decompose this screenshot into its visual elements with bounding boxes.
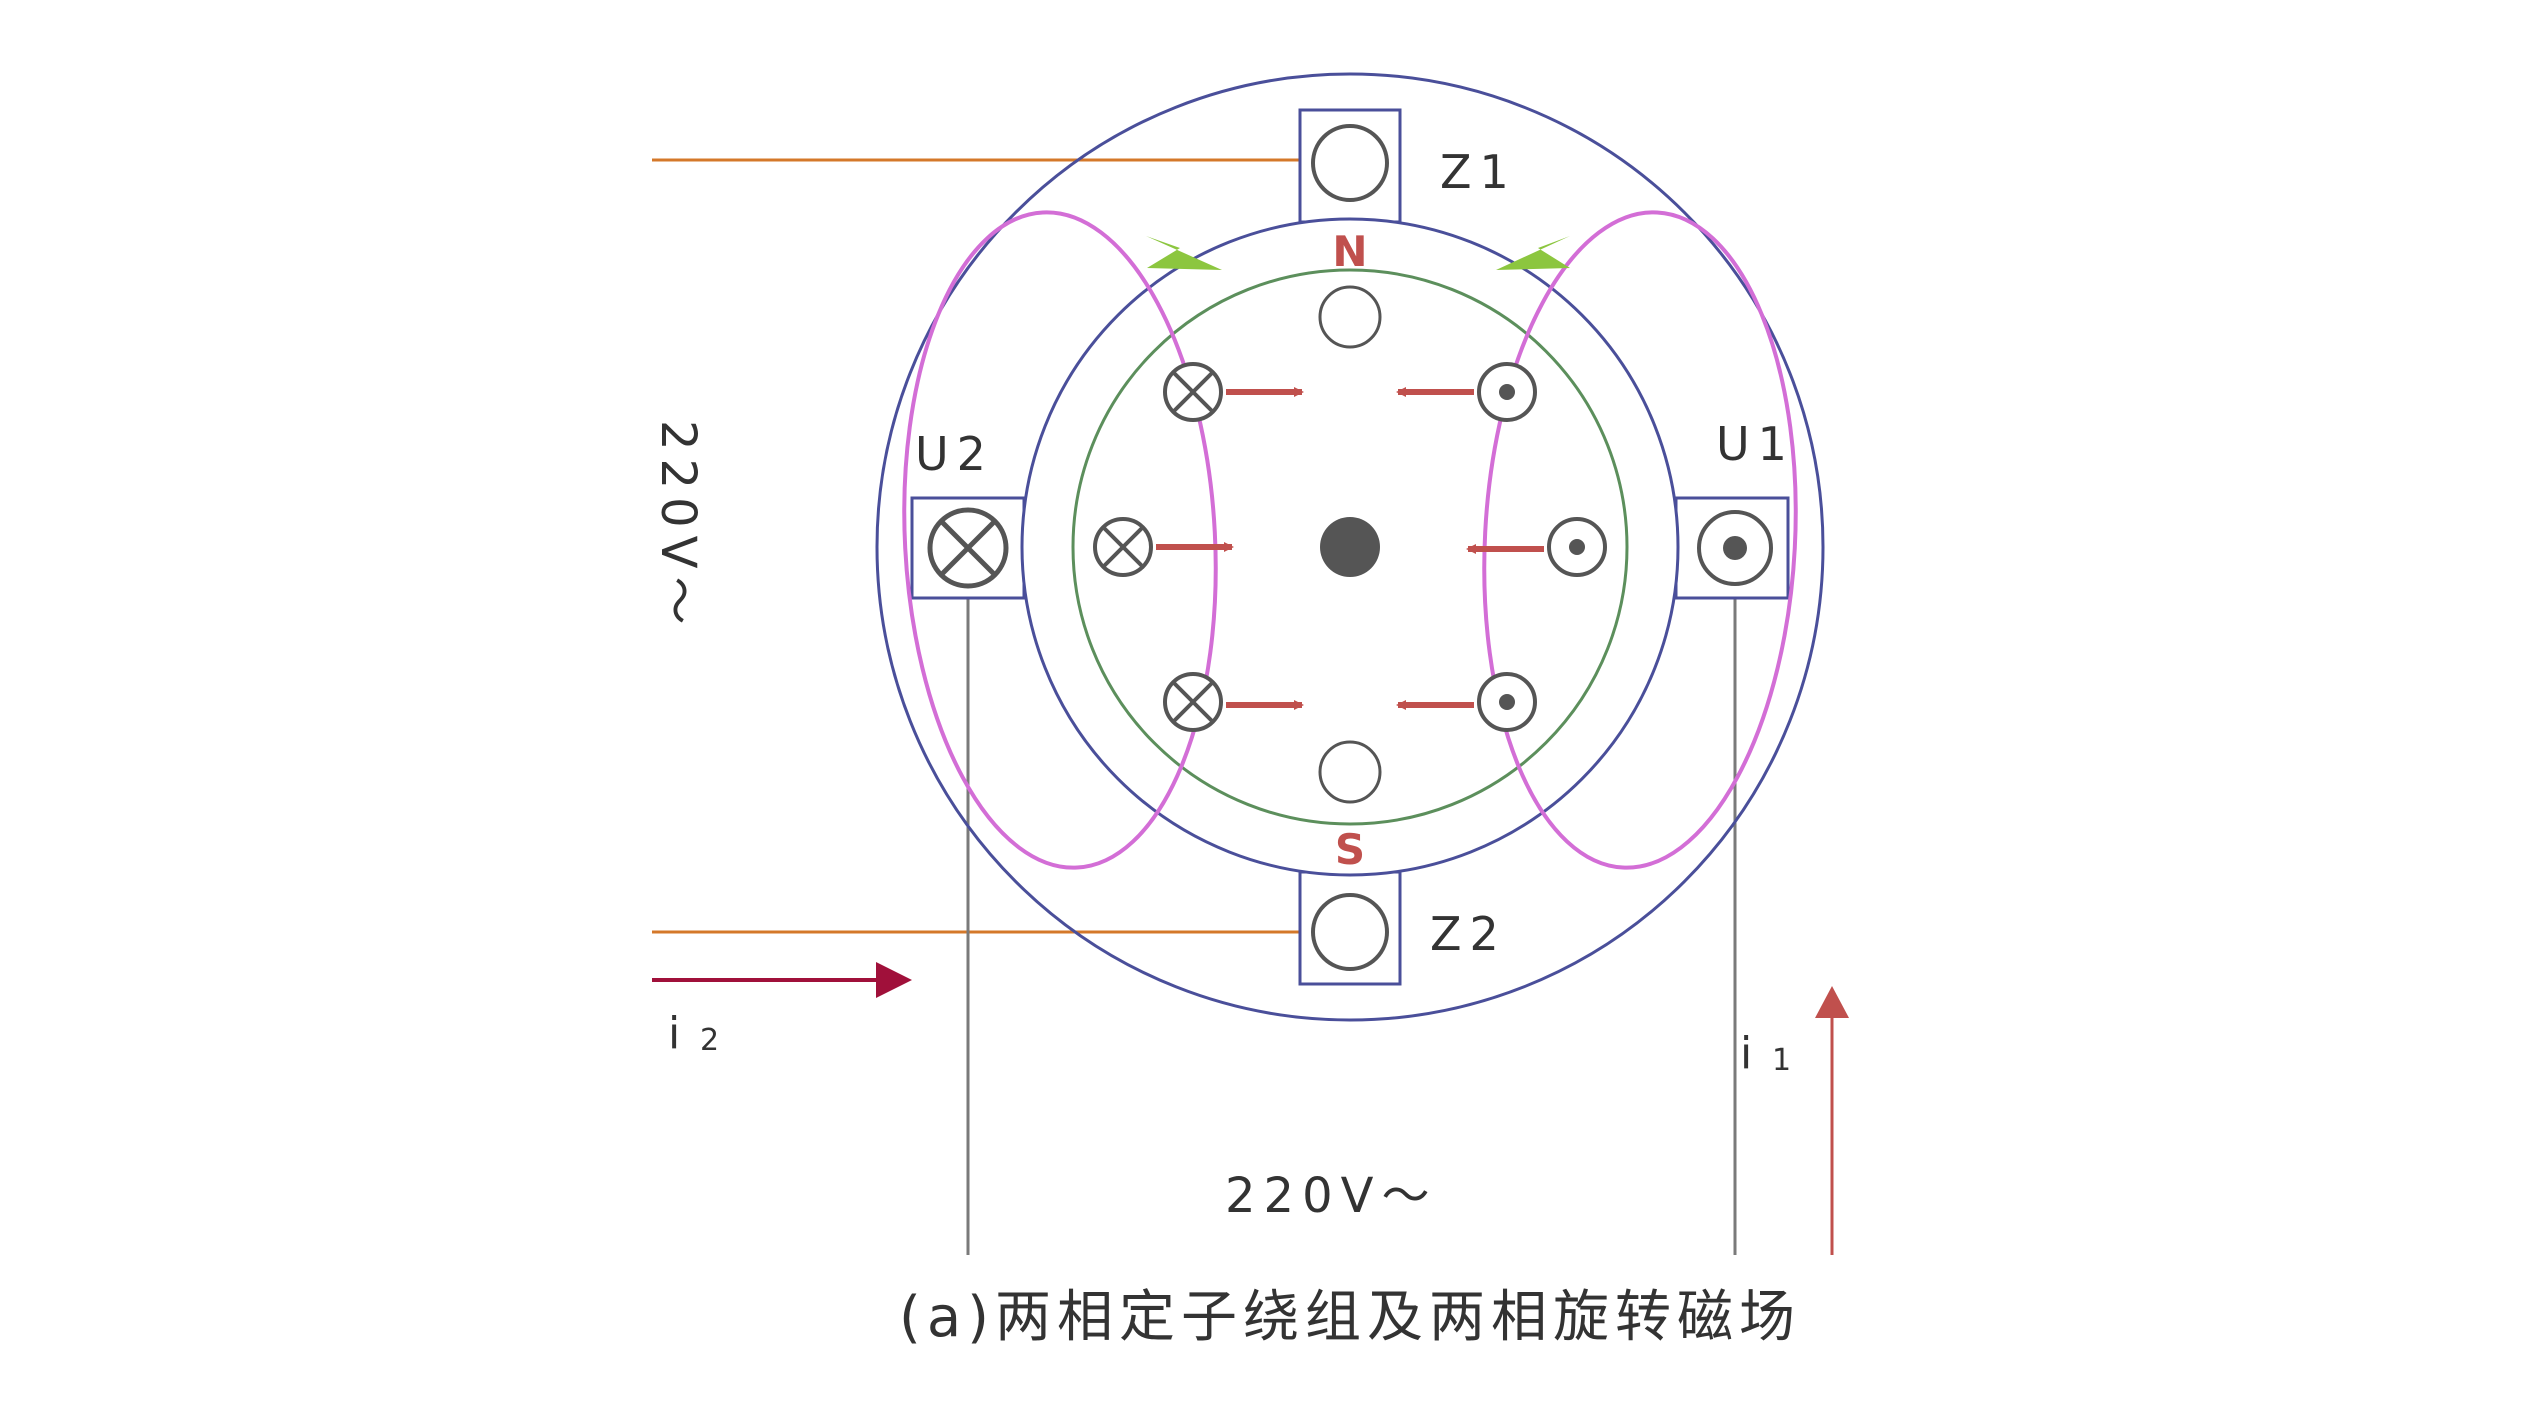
terminal-u1-dot-conductor — [1697, 510, 1773, 586]
terminal-z2-conductor — [1311, 893, 1389, 971]
rotor-ring — [1071, 268, 1629, 826]
rotor-conductor-dot-mid-right — [1547, 517, 1607, 577]
stator-outer-circle — [875, 72, 1825, 1022]
voltage-label-bottom: 220V～ — [1225, 1168, 1437, 1224]
current-label-i2: i 2 — [668, 1008, 719, 1059]
terminal-u2-cross-conductor — [927, 507, 1009, 589]
rotor-shaft — [1320, 517, 1380, 577]
pole-label-south: S — [1335, 825, 1365, 874]
current-label-i1-symbol: i — [1740, 1028, 1752, 1079]
flux-arrow-right — [1496, 236, 1570, 270]
rotor-conductor-cross-mid-left — [1093, 517, 1153, 577]
current-arrow-i2 — [652, 962, 912, 998]
rotor-conductor-bottom — [1318, 740, 1382, 804]
current-label-i2-symbol: i — [668, 1008, 680, 1059]
current-arrow-i1 — [1815, 986, 1849, 1255]
terminal-z1-conductor — [1311, 124, 1389, 202]
terminal-label-z1: Z1 — [1440, 145, 1517, 199]
voltage-label-left: 220V～ — [650, 420, 706, 632]
rotor-conductor-cross-upper-left — [1163, 362, 1223, 422]
current-label-i1: i 1 — [1740, 1028, 1791, 1079]
flux-loop-right — [1482, 210, 1798, 870]
current-label-i2-subscript: 2 — [700, 1023, 719, 1058]
terminal-label-u2: U2 — [915, 427, 994, 481]
terminal-label-u1: U1 — [1716, 417, 1795, 471]
current-label-i1-subscript: 1 — [1772, 1043, 1791, 1078]
flux-loop-left — [902, 210, 1218, 870]
rotor-conductor-cross-lower-left — [1163, 672, 1223, 732]
rotor-conductor-dot-upper-right — [1477, 362, 1537, 422]
rotor-conductor-top — [1318, 285, 1382, 349]
pole-label-north: N — [1332, 227, 1367, 276]
terminal-label-z2: Z2 — [1430, 907, 1507, 961]
figure-caption: (a)两相定子绕组及两相旋转磁场 — [899, 1285, 1801, 1350]
rotor-conductor-dot-lower-right — [1477, 672, 1537, 732]
flux-arrow-left — [1146, 236, 1222, 270]
